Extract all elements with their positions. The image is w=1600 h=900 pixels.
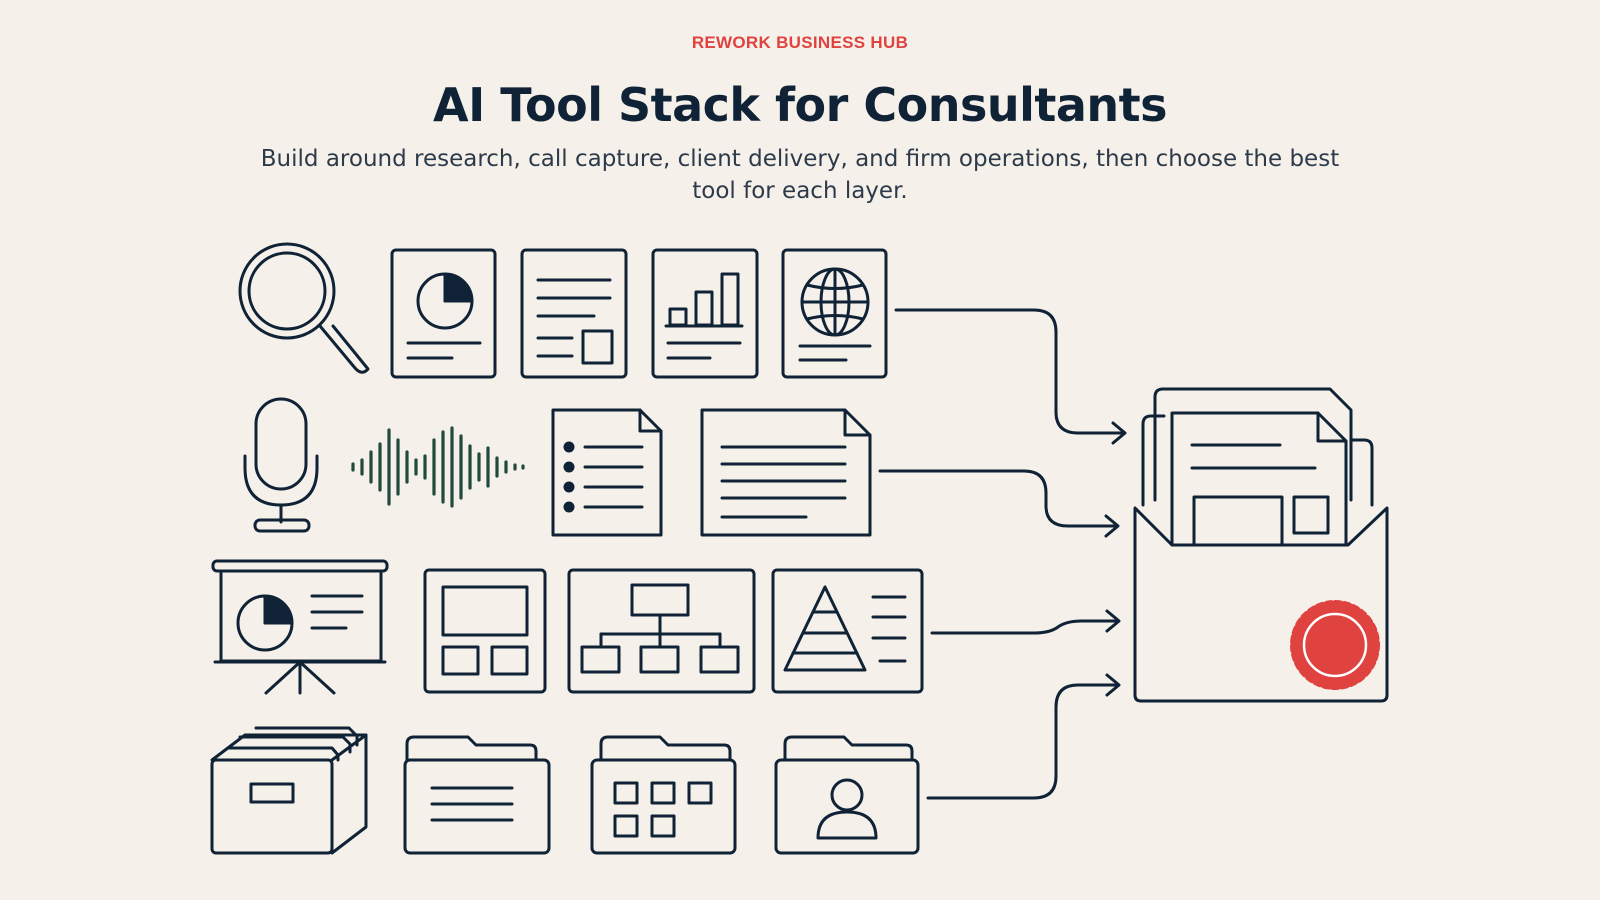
arrow-call-capture-head bbox=[1104, 514, 1120, 538]
presentation-board-icon bbox=[211, 559, 389, 695]
page-subtitle: Build around research, call capture, cli… bbox=[260, 146, 1340, 204]
globe-document-icon bbox=[781, 248, 888, 379]
wireframe-panel-icon bbox=[423, 568, 547, 694]
pyramid-panel-icon bbox=[771, 568, 924, 694]
org-chart-panel-icon bbox=[567, 568, 756, 694]
sealed-envelope-deliverable-icon bbox=[1133, 387, 1389, 703]
transcript-document-icon bbox=[700, 408, 872, 537]
arrow-call-capture bbox=[878, 469, 1119, 528]
audio-waveform-icon bbox=[351, 426, 525, 508]
arrow-research-head bbox=[1111, 421, 1127, 445]
arrow-research bbox=[894, 308, 1126, 435]
wax-seal-icon bbox=[1290, 600, 1380, 690]
page-title: AI Tool Stack for Consultants bbox=[433, 78, 1168, 132]
contact-folder-icon bbox=[774, 735, 920, 855]
connector-arrows bbox=[878, 308, 1127, 800]
bullet-list-document-icon bbox=[551, 408, 663, 537]
brand-label: REWORK BUSINESS HUB bbox=[691, 33, 909, 52]
grid-folder-icon bbox=[590, 735, 737, 855]
microphone-icon bbox=[243, 397, 319, 533]
bar-chart-document-icon bbox=[651, 248, 759, 379]
arrow-firm-operations-head bbox=[1105, 673, 1121, 697]
arrow-client-delivery bbox=[930, 619, 1120, 635]
arrow-client-delivery-head bbox=[1105, 609, 1121, 633]
text-folder-icon bbox=[403, 735, 551, 855]
text-layout-document-icon bbox=[520, 248, 628, 379]
magnifier-icon bbox=[238, 242, 370, 374]
arrow-firm-operations bbox=[926, 683, 1120, 800]
pie-chart-document-icon bbox=[390, 248, 497, 379]
file-box-icon bbox=[210, 726, 368, 855]
